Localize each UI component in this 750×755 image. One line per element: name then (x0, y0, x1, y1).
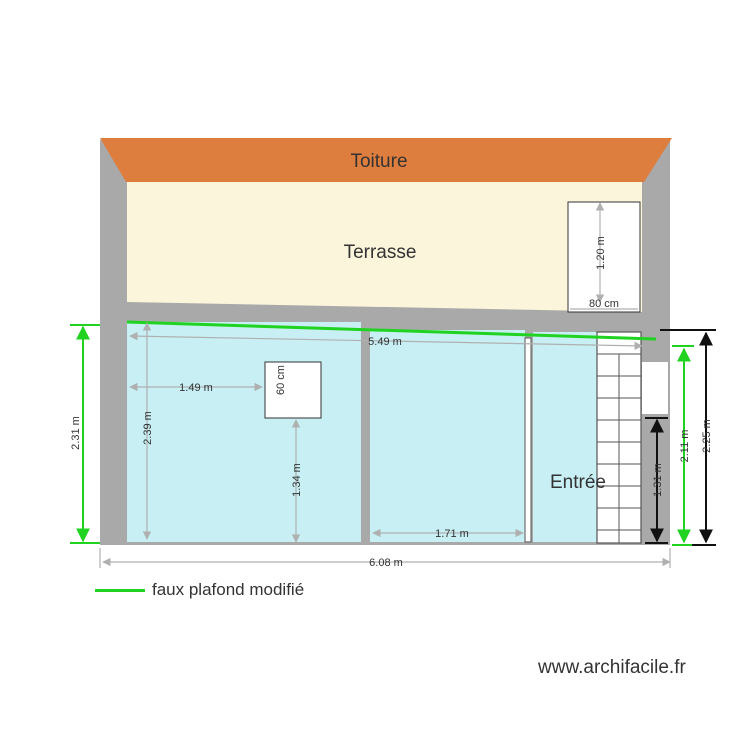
legend-green-line (95, 588, 145, 592)
dim-label-60: 60 cm (275, 365, 287, 395)
terrace (127, 182, 642, 312)
dim-label-608: 6.08 m (369, 557, 403, 569)
dim-label-231: 2.31 m (70, 416, 82, 450)
legend-label: faux plafond modifié (152, 580, 305, 599)
room-entry (533, 332, 597, 542)
entry-label: Entrée (550, 472, 606, 493)
staircase (596, 331, 642, 544)
room-middle (370, 330, 525, 542)
dim-label-211: 2.11 m (679, 430, 691, 463)
dim-label-120: 1.20 m (595, 236, 607, 270)
legend: faux plafond modifié (95, 580, 304, 600)
dim-line-549 (129, 331, 643, 351)
dim-label-134: 1.34 m (291, 463, 303, 497)
dim-label-549: 5.49 m (368, 336, 402, 348)
terrace-label: Terrasse (344, 242, 417, 263)
roof (100, 138, 672, 182)
dim-label-131: 1.31 m (652, 463, 664, 497)
dim-label-225: 2.25 m (701, 419, 713, 453)
dim-label-171: 1.71 m (435, 528, 469, 540)
partition-wall-1 (361, 320, 370, 542)
footer-url[interactable]: www.archifacile.fr (538, 657, 686, 678)
dim-label-80: 80 cm (589, 298, 619, 310)
roof-label: Toiture (350, 151, 407, 172)
window-opening (264, 361, 322, 419)
dim-label-149: 1.49 m (179, 382, 213, 394)
dim-label-239: 2.39 m (142, 411, 154, 445)
room-left (127, 322, 361, 542)
wall-recess (642, 362, 668, 414)
partition-door-frame (524, 337, 532, 543)
